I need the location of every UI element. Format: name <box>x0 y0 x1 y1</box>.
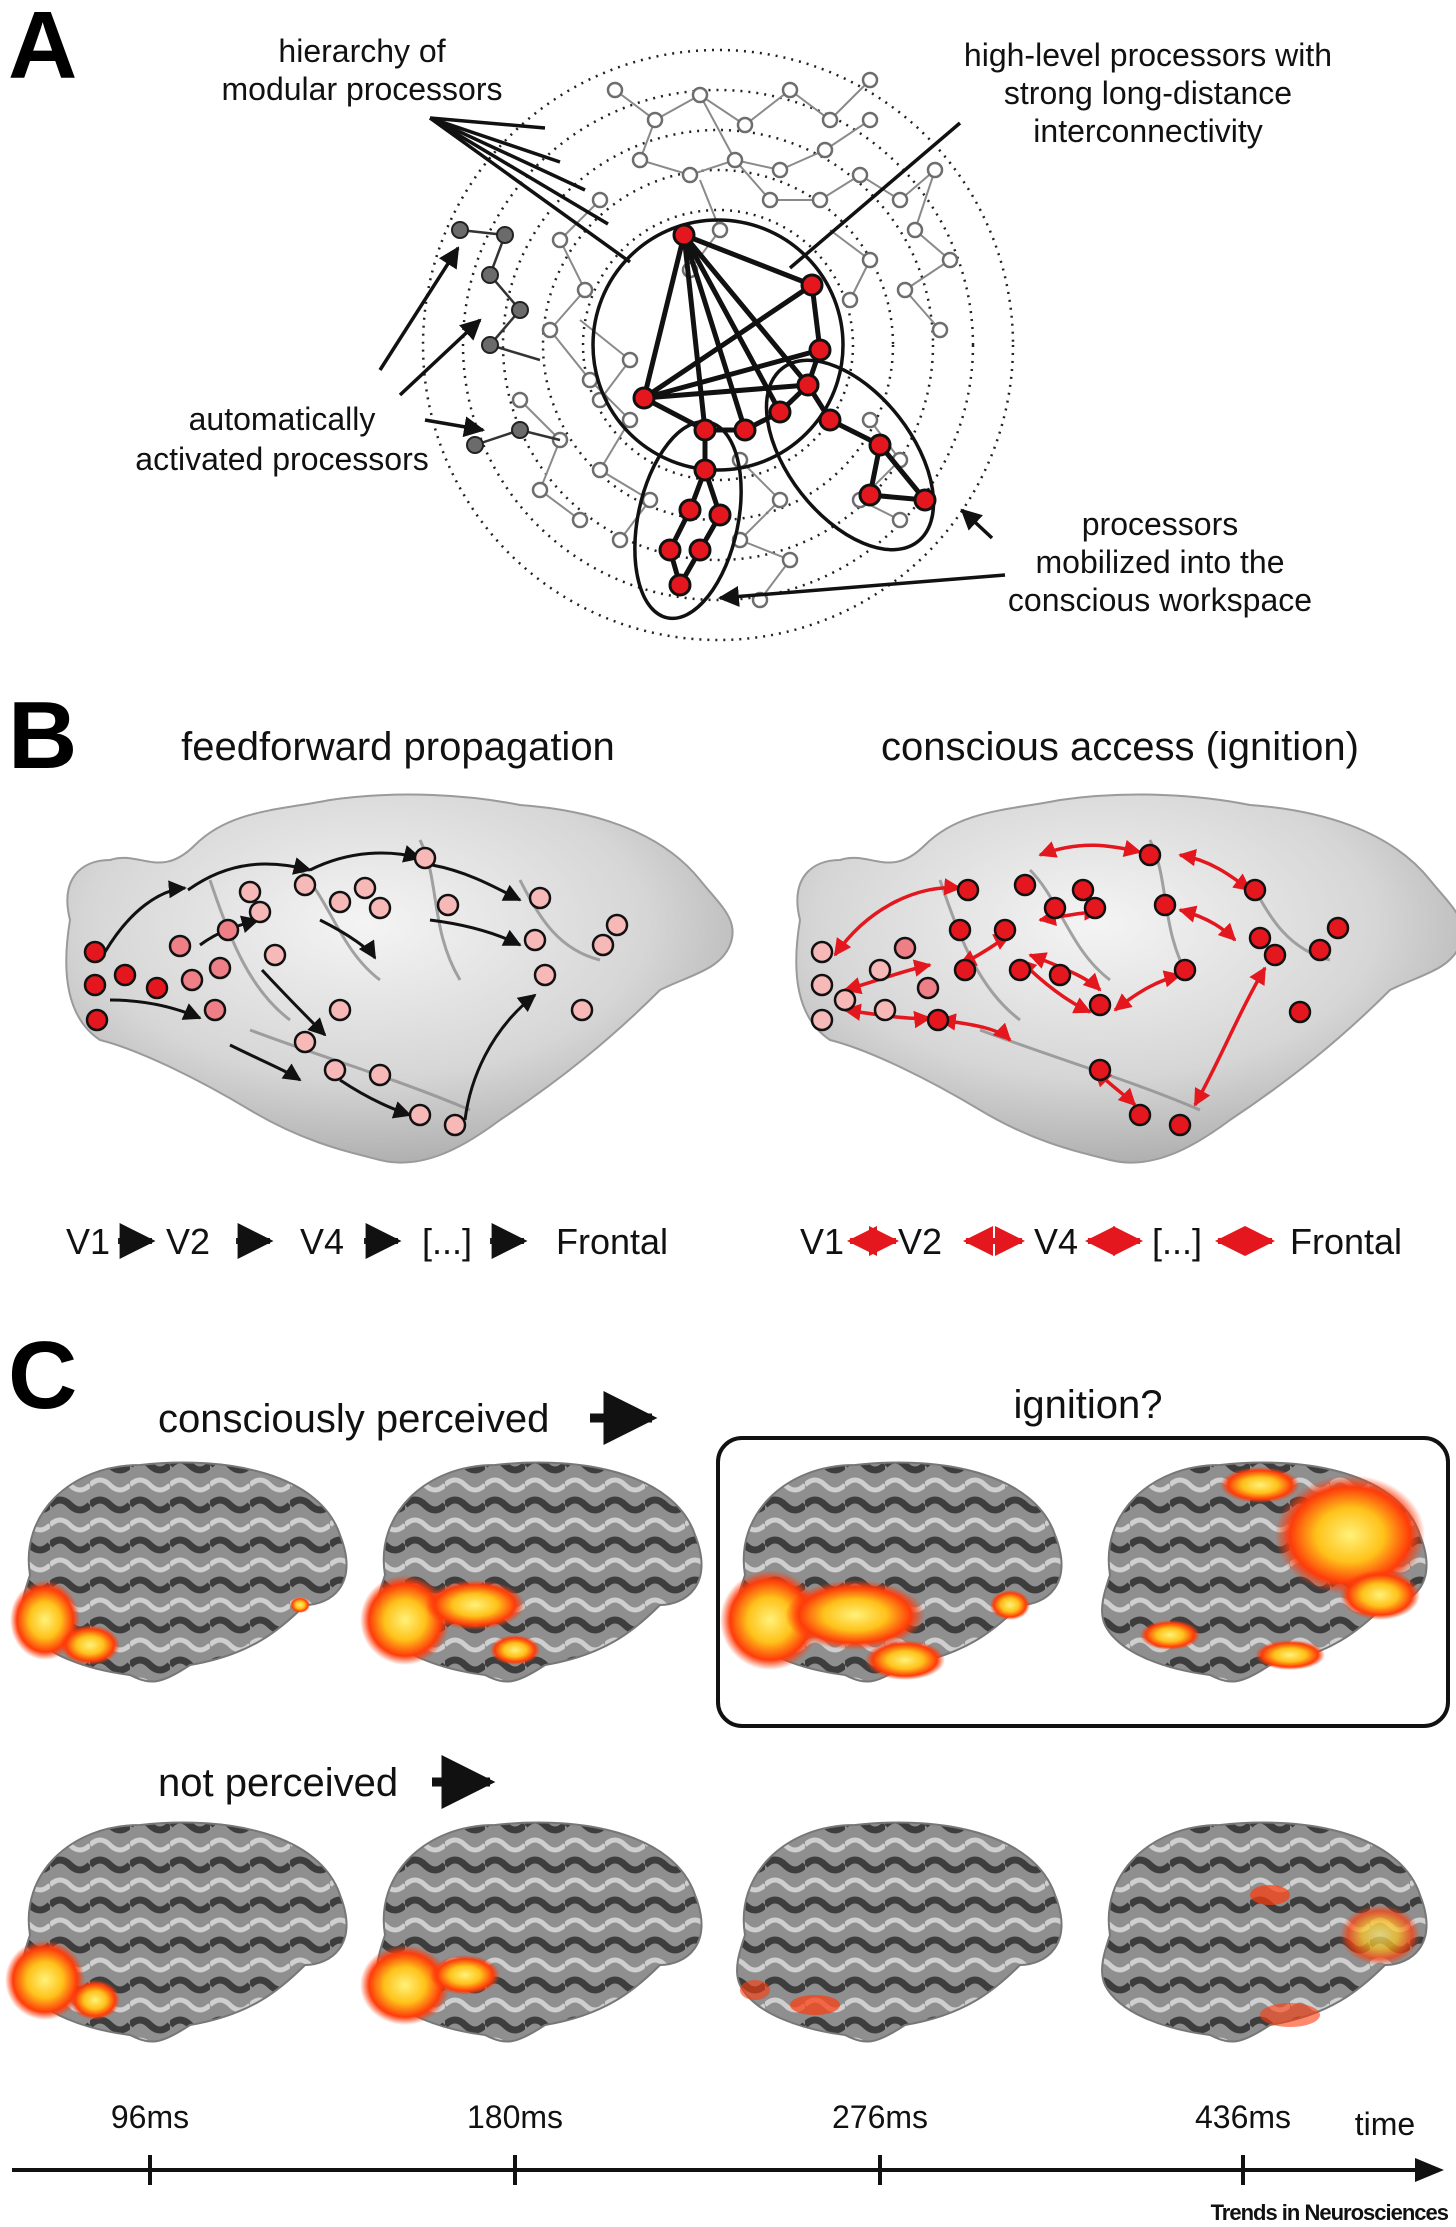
panel-b-title-left: feedforward propagation <box>181 725 615 769</box>
brain-left-feedforward <box>65 793 734 1164</box>
panel-b: B feedforward propagation conscious acce… <box>8 682 1456 1262</box>
brain-not-perceived-180ms <box>360 1821 703 2043</box>
hierarchy-label-line2: modular processors <box>222 71 503 107</box>
seq-right-v2: V2 <box>898 1221 942 1262</box>
core-workspace-circle <box>591 218 845 472</box>
ff-arrows <box>103 845 537 1121</box>
label-not-perceived: not perceived <box>158 1761 398 1805</box>
auto-label-line1: automatically <box>189 401 376 437</box>
peripheral-nodes <box>511 71 959 609</box>
brain-perceived-436ms <box>1101 1461 1428 1683</box>
time-axis-arrowhead <box>1415 2158 1444 2182</box>
panel-c: C consciously perceived ignition? not pe… <box>5 1322 1450 2225</box>
brain-not-perceived-436ms <box>1101 1821 1428 2043</box>
label-ignition: ignition? <box>1013 1383 1162 1427</box>
workspace-nodes <box>632 223 937 597</box>
brain-right-ignition <box>795 793 1456 1164</box>
seq-left-ellipsis: [...] <box>422 1221 472 1262</box>
time-axis-label: time <box>1355 2106 1415 2142</box>
annotation-arrows-a <box>378 246 1006 607</box>
highlevel-label-line3: interconnectivity <box>1033 113 1262 149</box>
auto-label-line2: activated processors <box>135 441 428 477</box>
brain-not-perceived-276ms <box>736 1821 1063 2043</box>
ignition-nodes <box>810 843 1350 1137</box>
brain-perceived-180ms <box>360 1461 703 1683</box>
seq-right-v4: V4 <box>1034 1221 1078 1262</box>
seq-left-v2: V2 <box>166 1221 210 1262</box>
panel-b-title-right: conscious access (ignition) <box>881 725 1359 769</box>
annotation-lines-a <box>428 116 962 270</box>
ff-nodes <box>83 846 629 1137</box>
seq-left-v4: V4 <box>300 1221 344 1262</box>
highlevel-label-line1: high-level processors with <box>964 37 1332 73</box>
mobilized-label-line1: processors <box>1082 506 1239 542</box>
seq-right-v1: V1 <box>800 1221 844 1262</box>
panel-a-letter: A <box>8 0 77 99</box>
ignition-box <box>716 1436 1450 1728</box>
time-label-436ms: 436ms <box>1195 2099 1291 2135</box>
brain-perceived-96ms <box>10 1461 348 1683</box>
sequence-right: V1 V2 V4 [...] Frontal <box>800 1221 1402 1262</box>
hierarchy-label-line1: hierarchy of <box>278 33 445 69</box>
seq-right-frontal: Frontal <box>1290 1221 1402 1262</box>
journal-credit: Trends in Neurosciences <box>1211 2200 1449 2225</box>
mobilized-label-line2: mobilized into the <box>1035 544 1284 580</box>
time-label-180ms: 180ms <box>467 2099 563 2135</box>
time-label-96ms: 96ms <box>111 2099 189 2135</box>
brains-perceived-row <box>10 1461 1428 1683</box>
auto-activated-network <box>451 221 561 454</box>
time-label-276ms: 276ms <box>832 2099 928 2135</box>
sequence-left: V1 V2 V4 [...] Frontal <box>66 1221 668 1262</box>
workspace-ellipse-right <box>764 358 936 552</box>
panel-b-letter: B <box>8 682 77 789</box>
brain-perceived-276ms <box>720 1461 1063 1683</box>
panel-c-letter: C <box>8 1322 77 1429</box>
panel-a: A <box>8 0 1332 642</box>
brains-not-perceived-row <box>5 1821 1428 2043</box>
hierarchy-rings <box>421 48 1015 642</box>
seq-right-ellipsis: [...] <box>1152 1221 1202 1262</box>
mobilized-label-line3: conscious workspace <box>1008 582 1312 618</box>
label-consciously-perceived: consciously perceived <box>158 1397 549 1441</box>
highlevel-label-line2: strong long-distance <box>1004 75 1292 111</box>
seq-left-v1: V1 <box>66 1221 110 1262</box>
brain-not-perceived-96ms <box>5 1821 348 2043</box>
time-axis: 96ms 180ms 276ms 436ms time <box>12 2099 1444 2185</box>
seq-left-frontal: Frontal <box>556 1221 668 1262</box>
